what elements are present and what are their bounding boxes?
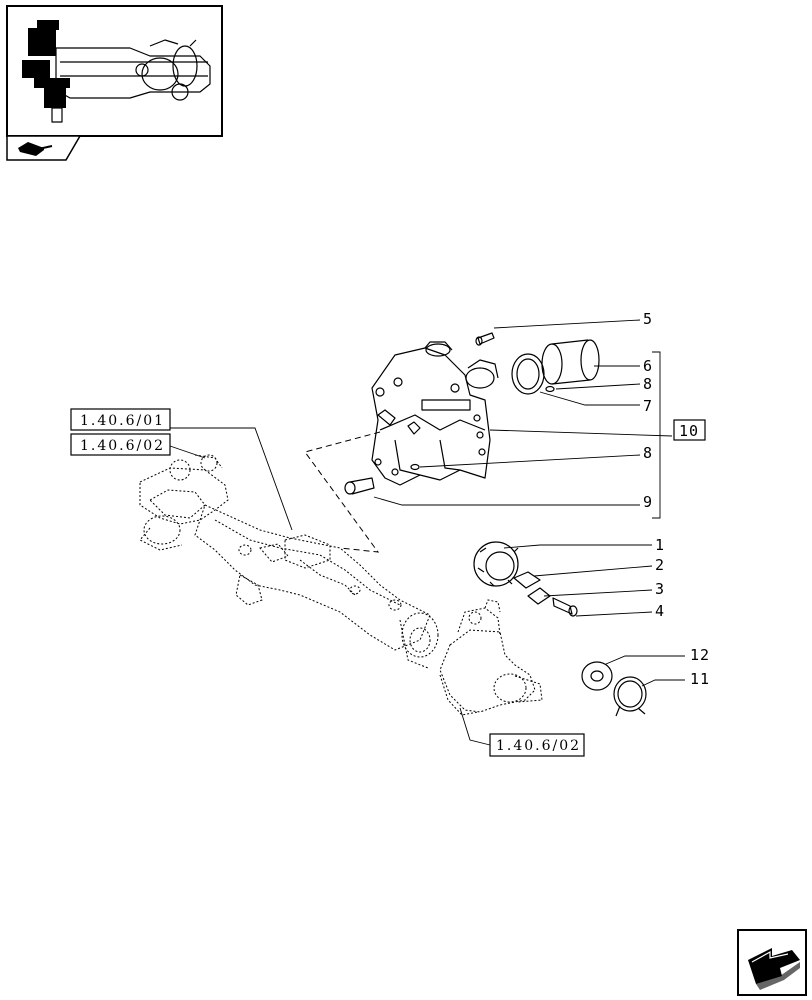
callout-8-lower: 8: [643, 444, 653, 462]
ref-label-top-2: 1.40.6/02: [80, 438, 165, 454]
pin-8-lower: [410, 463, 420, 471]
snap-ring-11: [613, 676, 647, 717]
plate-2: [513, 571, 541, 589]
callout-10: 10: [679, 422, 699, 440]
callout-7: 7: [643, 397, 653, 415]
callout-1: 1: [655, 536, 665, 554]
callout-5: 5: [643, 310, 653, 328]
bolt-4: [552, 597, 578, 617]
callout-4: 4: [655, 602, 665, 620]
callout-9: 9: [643, 493, 653, 511]
thumbnail-panel: [6, 5, 223, 137]
front-axle-assembly: [139, 454, 543, 716]
ref-link-bottom[interactable]: 1.40.6/02: [489, 733, 585, 757]
section-tab-icon[interactable]: [6, 135, 82, 161]
next-page-arrow-icon[interactable]: [737, 929, 807, 996]
callout-labels: 5 6 8 7 8 9 1 2 3 4 12 11: [643, 310, 710, 688]
callout-10-box: 10: [673, 419, 706, 441]
callout-2: 2: [655, 556, 665, 574]
ref-link-top-1[interactable]: 1.40.6/01: [70, 408, 171, 431]
pin-8: [545, 385, 555, 393]
ref-link-top-2[interactable]: 1.40.6/02: [70, 433, 171, 456]
bolt-9: [344, 477, 375, 495]
callout-8: 8: [643, 375, 653, 393]
explode-line: [304, 431, 381, 553]
callout-11: 11: [690, 670, 710, 688]
axle-thumbnail: [22, 20, 211, 123]
ref-label-top-1: 1.40.6/01: [80, 413, 165, 429]
ring-7: [511, 353, 545, 395]
callout-6: 6: [643, 357, 653, 375]
callout-12: 12: [690, 646, 710, 664]
callout-3: 3: [655, 580, 665, 598]
housing-part: [371, 341, 499, 486]
ref-label-bottom: 1.40.6/02: [496, 738, 581, 754]
ring-gear-1: [473, 541, 519, 587]
bushing-6: [541, 339, 600, 385]
leader-lines: [169, 319, 685, 746]
bolt-5: [475, 332, 495, 346]
washer-12: [581, 661, 613, 691]
